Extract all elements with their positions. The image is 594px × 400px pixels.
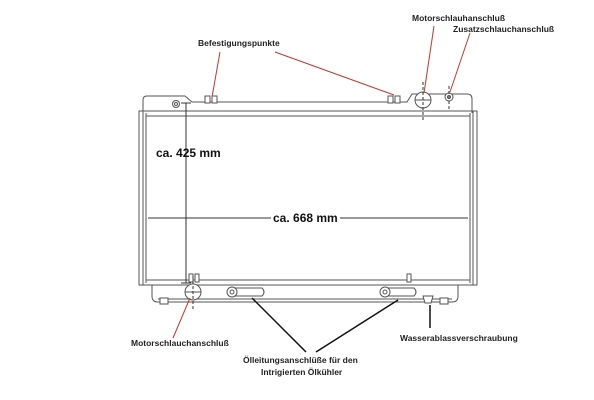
label-motor-hose-bottom: Motorschlauchanschluß xyxy=(131,338,229,348)
drain-plug xyxy=(422,295,434,304)
core-outer-frame xyxy=(138,110,478,286)
label-height-dimension: ca. 425 mm xyxy=(156,146,221,160)
bottom-tank-outline xyxy=(151,285,459,303)
leader-motor-bottom xyxy=(172,297,191,339)
leader-lines-black xyxy=(251,297,431,353)
leader-befestigung-left xyxy=(211,51,221,98)
leader-zusatz xyxy=(449,32,471,93)
leader-oel-right xyxy=(315,299,399,353)
label-befestigungspunkte: Befestigungspunkte xyxy=(198,38,280,48)
oil-fitting-right xyxy=(382,287,417,297)
leader-motor-top xyxy=(423,25,435,94)
label-oil-line-1: Ölleitungsanschlüße für den xyxy=(243,355,358,365)
label-width-dimension: ca. 668 mm xyxy=(271,211,340,225)
label-oil-line-2: Intrigierten Ölkühler xyxy=(261,367,343,377)
mounting-pins-top xyxy=(172,95,401,108)
oil-fitting-left xyxy=(229,287,265,297)
label-auxiliary-hose: Zusatzschlauchanschluß xyxy=(453,24,555,34)
leader-lines-red xyxy=(172,25,471,339)
label-motor-hose-top: Motorschlauhanschluß xyxy=(412,13,506,23)
leader-oel-left xyxy=(251,297,307,353)
top-tank-outline xyxy=(142,93,473,113)
leader-befestigung-right xyxy=(274,51,395,96)
label-drain-screw: Wasserablassverschraubung xyxy=(400,333,518,343)
radiator-body xyxy=(138,93,478,303)
